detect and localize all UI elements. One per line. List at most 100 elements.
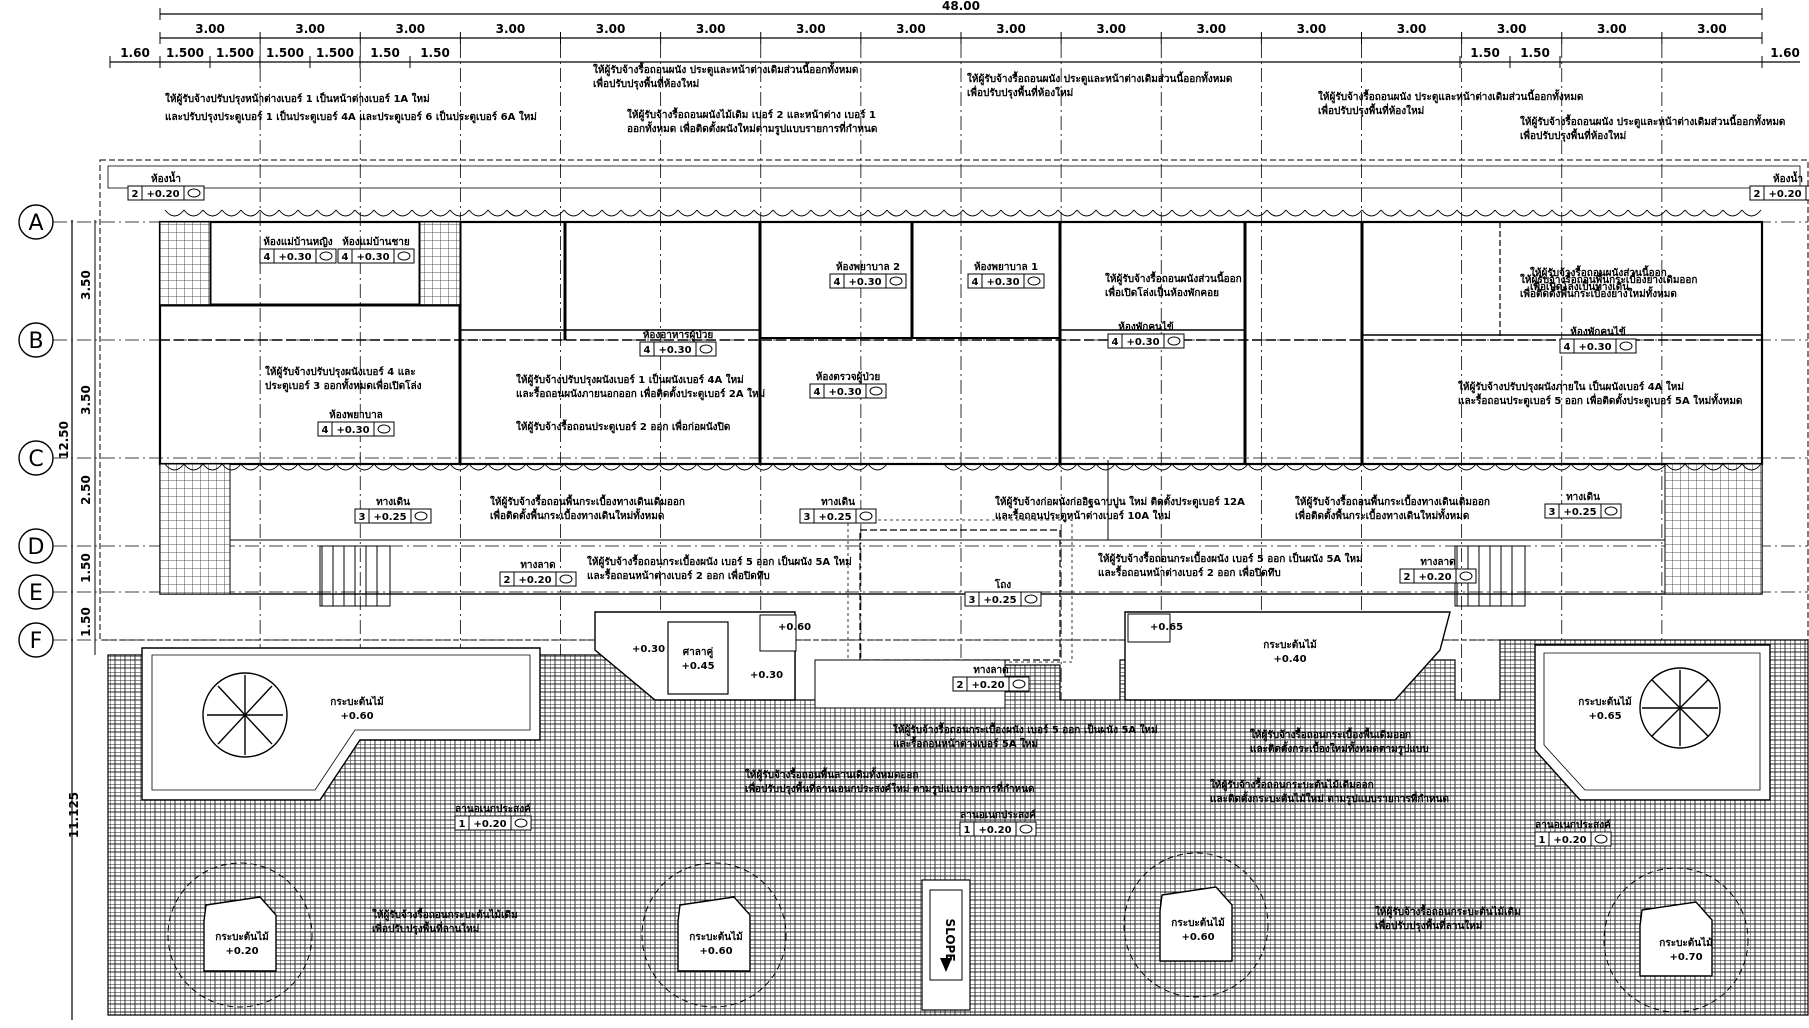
room-tag: ห้องน้ำ2+0.20: [1749, 171, 1809, 201]
note-text: ให้ผู้รับจ้างปรับปรุงผนังภายใน เป็นผนังเ…: [1458, 379, 1684, 394]
finish-symbol-icon: [699, 344, 713, 354]
room-level: +0.30: [278, 252, 311, 263]
svg-text:A: A: [28, 211, 43, 236]
column-dimension: 3.00: [796, 22, 826, 36]
axis-bubble-e: E: [18, 574, 54, 610]
finish-symbol-icon: [1167, 336, 1181, 346]
dim-de: 1.50: [79, 553, 93, 583]
room-code: 1: [1539, 835, 1546, 846]
planter-name: กระบะต้นไม้: [215, 930, 268, 943]
room-level: +0.30: [336, 425, 369, 436]
note-text: และรื้อถอนหน้าต่างเบอร์ 2 ออก เพื่อปิดทึ…: [1098, 565, 1281, 579]
note-text: เพื่อปรับปรุงพื้นที่ห้องใหม่: [1318, 103, 1424, 117]
room-level: +0.30: [848, 277, 881, 288]
svg-text:F: F: [30, 629, 43, 654]
room-code: 4: [834, 277, 841, 288]
room-tag: ห้องพักคนไข้4+0.30: [1107, 320, 1185, 349]
note-text: ให้ผู้รับจ้างรื้อถอนกระบะต้นไม้เดิมออก: [1210, 777, 1374, 792]
svg-text:D: D: [28, 535, 45, 560]
room-tag: ลานอเนกประสงค์1+0.20: [454, 803, 532, 831]
room-code: 2: [504, 575, 511, 586]
finish-symbol-icon: [869, 386, 883, 396]
room-name: ห้องพยาบาล 2: [836, 261, 900, 273]
room-name: ทางเดิน: [821, 496, 855, 508]
planter-label: กระบะต้นไม้+0.60: [1171, 916, 1224, 943]
room-code: 2: [957, 680, 964, 691]
room-name: ลานอเนกประสงค์: [1535, 819, 1611, 831]
room-tag: ทางเดิน3+0.25: [354, 496, 432, 524]
slope-label: SLOPE: [943, 918, 957, 961]
column-dimension: 3.00: [1397, 22, 1427, 36]
planter-level: +0.20: [225, 946, 258, 957]
planter-tags: กระบะต้นไม้+0.60กระบะต้นไม้+0.65กระบะต้น…: [215, 638, 1712, 963]
room-name: ห้องอาหารผู้ป่วย: [643, 329, 714, 342]
sub-dimension: 1.500: [316, 46, 354, 60]
planter-name: กระบะต้นไม้: [1659, 936, 1712, 949]
room-name: ห้องพักคนไข้: [1118, 320, 1174, 333]
finish-symbol-icon: [377, 424, 391, 434]
axis-bubble-c: C: [18, 440, 54, 476]
dim-courtyard: 11.125: [67, 792, 81, 838]
axis-bubble-a: A: [18, 204, 54, 240]
note-text: ให้ผู้รับจ้างปรับปรุงผนังเบอร์ 4 และ: [265, 365, 416, 379]
column-dimension: 3.00: [195, 22, 225, 36]
column-dimension: 3.00: [1096, 22, 1126, 36]
room-code: 3: [359, 512, 366, 523]
finish-symbol-icon: [1024, 594, 1038, 604]
room-code: 4: [1564, 342, 1571, 353]
room-tag: ทางเดิน3+0.25: [799, 496, 877, 524]
note-text: ให้ผู้รับจ้างรื้อถอนกระเบื้องพื้นเดิมออก: [1250, 727, 1411, 742]
finish-symbol-icon: [1604, 506, 1618, 516]
room-level: +0.20: [146, 189, 179, 200]
note-text: ให้ผู้รับจ้างรื้อถอนกระเบื้องผนัง เบอร์ …: [893, 722, 1158, 737]
spot-level: +0.65: [1150, 622, 1183, 633]
column-dimension: 3.00: [696, 22, 726, 36]
arrow-down-icon: [940, 958, 952, 972]
room-tag: ห้องพักคนไข้4+0.30: [1559, 325, 1637, 354]
note-text: ให้ผู้รับจ้างรื้อถอนกระบะต้นไม้เดิม: [372, 907, 518, 922]
note-text: เพื่อปรับปรุงพื้นที่ห้องใหม่: [593, 76, 699, 90]
tree-icon: [202, 672, 288, 758]
planter-level: +0.65: [1588, 711, 1621, 722]
left-axes: 3.50 3.50 2.50 1.50 1.50 12.50 11.125: [57, 220, 96, 1020]
room-name: ห้องแม่บ้านชาย: [342, 236, 410, 248]
room-name: ห้องตรวจผู้ป่วย: [816, 371, 881, 384]
column-dimension: 3.00: [1597, 22, 1627, 36]
dim-ab: 3.50: [79, 270, 93, 300]
room-level: +0.25: [818, 512, 851, 523]
sub-dimension: 1.500: [266, 46, 304, 60]
sub-dimension: 1.50: [1470, 46, 1500, 60]
note-text: และปรับปรุงประตูเบอร์ 1 เป็นประตูเบอร์ 4…: [165, 109, 537, 124]
planter-name: กระบะต้นไม้: [330, 695, 383, 708]
note-text: เพื่อติดตั้งพื้นกระเบื้องยางใหม่ทั้งหมด: [1520, 286, 1677, 300]
axis-bubble-d: D: [18, 528, 54, 564]
room-name: โถง: [994, 578, 1011, 591]
room-name: ทางเดิน: [1566, 491, 1600, 503]
planter-name: กระบะต้นไม้: [1578, 695, 1631, 708]
column-dimension: 3.00: [1697, 22, 1727, 36]
room-tag: ห้องตรวจผู้ป่วย4+0.30: [809, 371, 887, 399]
note-text: ให้ผู้รับจ้างรื้อถอนผนัง ประตูและหน้าต่า…: [1318, 89, 1583, 104]
note-text: ให้ผู้รับจ้างปรับปรุงผนังเบอร์ 1 เป็นผนั…: [516, 372, 744, 387]
note-text: และรื้อถอนหน้าต่างเบอร์ 5A ใหม่: [893, 736, 1038, 750]
room-name: ลานอเนกประสงค์: [455, 803, 531, 815]
room-name: ทางเดิน: [376, 496, 410, 508]
dim-bc: 3.50: [79, 385, 93, 415]
finish-symbol-icon: [1594, 834, 1608, 844]
room-name: ห้องน้ำ: [151, 171, 181, 185]
room-level: +0.30: [658, 345, 691, 356]
note-text: และติดตั้งกระบะต้นไม้ใหม่ ตามรูปแบบรายกา…: [1210, 791, 1449, 806]
planter-level: +0.60: [340, 711, 373, 722]
finish-symbol-icon: [889, 276, 903, 286]
finish-symbol-icon: [319, 251, 333, 261]
room-level: +0.20: [473, 819, 506, 830]
note-text: ให้ผู้รับจ้างรื้อถอนพื้นกระเบื้องยางเดิม…: [1520, 272, 1698, 287]
room-level: +0.25: [1563, 507, 1596, 518]
room-level: +0.20: [978, 825, 1011, 836]
note-text: และรื้อถอนประตูหน้าต่างเบอร์ 10A ใหม่: [995, 508, 1171, 523]
planter-level: +0.70: [1669, 952, 1702, 963]
